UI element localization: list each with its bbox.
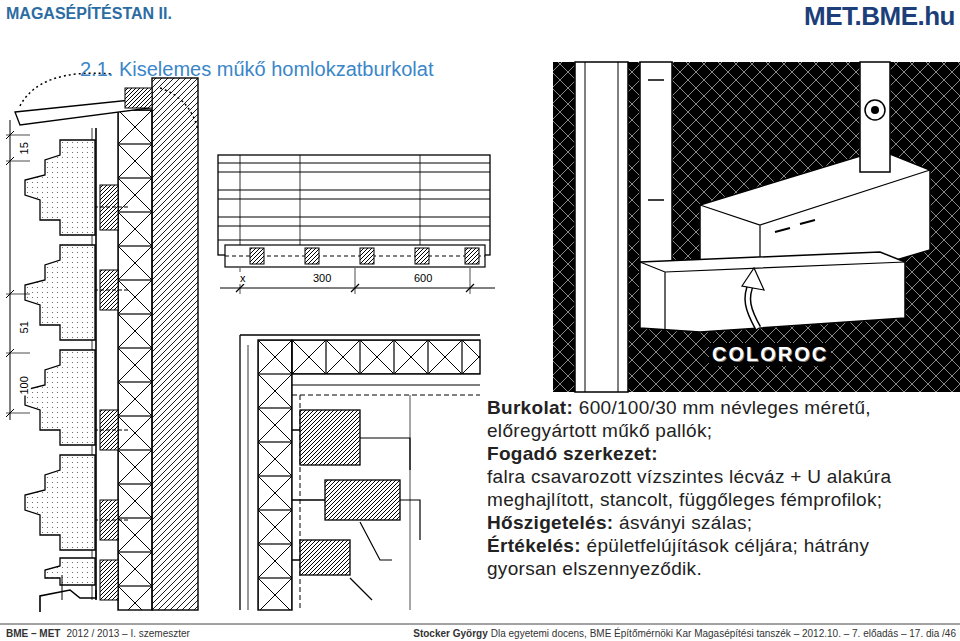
term: Értékelés: — [487, 535, 581, 556]
dimension: 100 — [18, 375, 31, 395]
term: Burkolat: — [487, 397, 573, 418]
text-line: Burkolat:600/100/30 mm névleges méretű, … — [487, 396, 937, 442]
corner-detail — [240, 335, 480, 610]
dimension: 15 — [18, 141, 31, 155]
description: ásványi szálas; — [619, 512, 752, 533]
slide-title: 2.1. Kiselemes műkő homlokzatburkolat — [80, 58, 434, 81]
dimension: 51 — [18, 320, 31, 334]
text-line: BME – MET 2012 / 2013 – I. szemeszter — [6, 628, 190, 639]
text-block: Stocker György Dla egyetemi docens, BME É… — [413, 628, 956, 639]
text-line: Értékelés:épületfelújítások céljára; hát… — [487, 534, 937, 580]
term: Hőszigetelés: — [487, 512, 613, 533]
footer-rule — [0, 624, 960, 625]
brand-logo: COLOROC — [709, 343, 831, 366]
footer-text: BME – MET — [6, 628, 60, 639]
text-block: Burkolat:600/100/30 mm névleges méretű, … — [487, 396, 937, 580]
text-line: Stocker György Dla egyetemi docens, BME É… — [413, 628, 956, 639]
site-logo: MET.BME.hu — [804, 2, 955, 32]
isometric-view — [553, 62, 960, 392]
text-line: Fogadó szerkezet: — [487, 442, 937, 465]
rail-elevation — [218, 155, 495, 294]
footer-text: Dla egyetemi docens, BME Építőmérnöki Ka… — [491, 628, 956, 639]
description: falra csavarozott vízszintes lécváz + U … — [487, 466, 891, 510]
dimension: 300 — [312, 272, 332, 285]
text-line: falra csavarozott vízszintes lécváz + U … — [487, 465, 937, 511]
dimension: 600 — [413, 272, 433, 285]
text-block: BME – MET 2012 / 2013 – I. szemeszter — [6, 628, 190, 639]
term: Fogadó szerkezet: — [487, 443, 658, 464]
footer-text: 2012 / 2013 – I. szemeszter — [66, 628, 189, 639]
text-line: Hőszigetelés: ásványi szálas; — [487, 511, 937, 534]
course-header: MAGASÉPÍTÉSTAN II. — [6, 5, 172, 23]
wall-section — [6, 73, 198, 612]
dimension: x — [239, 272, 247, 285]
footer-text: Stocker György — [413, 628, 487, 639]
